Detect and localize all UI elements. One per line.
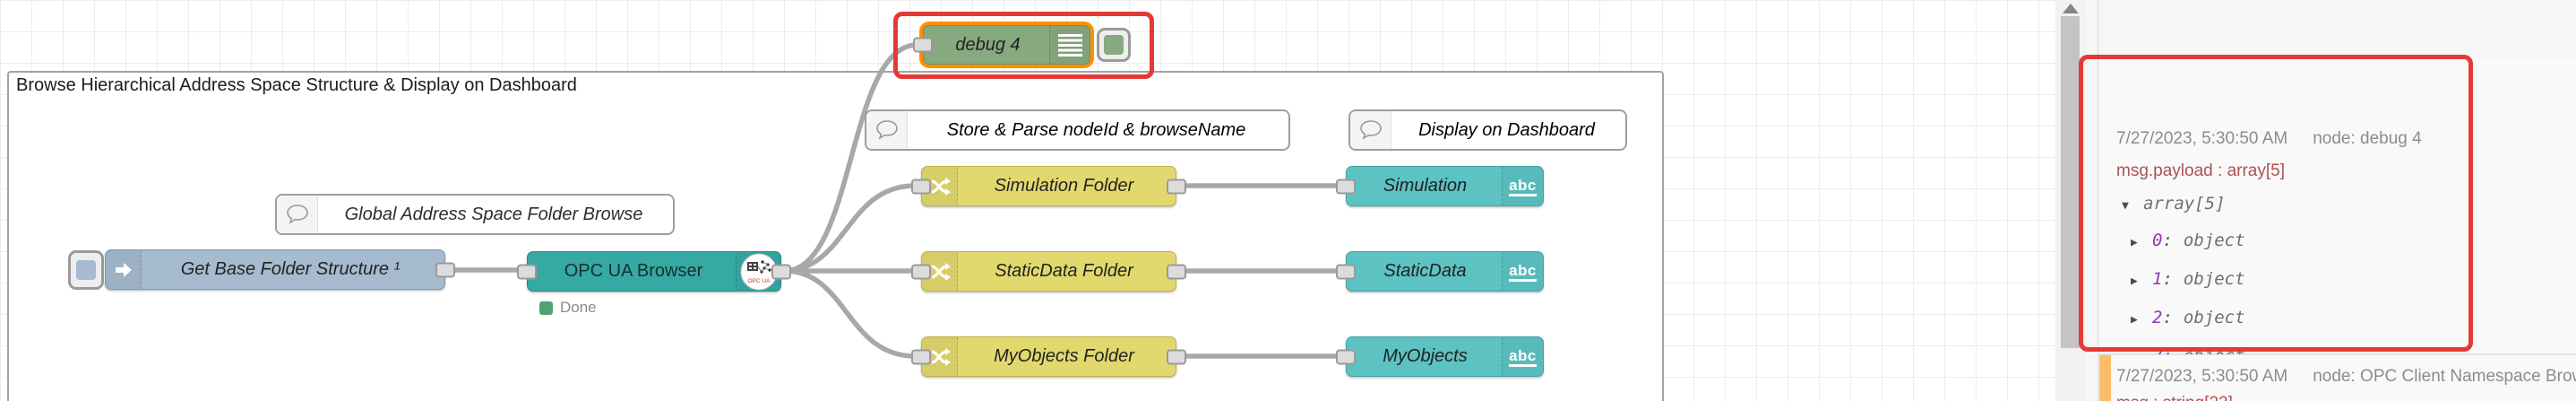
node-label: OPC UA Browser (564, 261, 703, 281)
opcua-logo-text: OPC UA (747, 278, 771, 284)
input-port[interactable] (1336, 264, 1356, 279)
switch-node-myobjects-folder[interactable]: MyObjects Folder (911, 336, 1186, 377)
comment-label: Display on Dashboard (1418, 119, 1595, 140)
message-accent-bar (2099, 355, 2111, 401)
comment-bubble-icon (1350, 111, 1391, 149)
debug-tree-item[interactable]: ▶0:object (2131, 231, 2245, 250)
debug-enable-toggle[interactable] (1097, 28, 1131, 62)
node-label: MyObjects Folder (994, 346, 1134, 366)
node-label: debug 4 (955, 34, 1021, 55)
comment-label: Global Address Space Folder Browse (344, 204, 643, 224)
input-port[interactable] (1336, 349, 1356, 364)
node-label: Simulation Folder (994, 176, 1134, 196)
status-dot-icon (539, 301, 553, 315)
node-label: MyObjects (1383, 346, 1468, 366)
ui-text-node-myobjects[interactable]: MyObjects abc (1336, 336, 1544, 377)
ui-text-node-staticdata[interactable]: StaticData abc (1336, 251, 1544, 292)
debug-list-icon (1049, 26, 1090, 64)
debug-message-path[interactable]: msg : string[22] (2116, 394, 2233, 401)
debug-source-node: node: OPC Client Namespace Brow (2313, 367, 2576, 386)
switch-node-simulation-folder[interactable]: Simulation Folder (911, 166, 1186, 206)
debug-tree-item[interactable]: ▶2:object (2131, 308, 2245, 327)
input-port[interactable] (913, 37, 933, 53)
debug-timestamp: 7/27/2023, 5:30:50 AM (2116, 367, 2288, 386)
switch-node-staticdata-folder[interactable]: StaticData Folder (911, 251, 1186, 292)
comment-node-global-browse[interactable]: Global Address Space Folder Browse (275, 194, 675, 235)
debug-message-meta: 7/27/2023, 5:30:50 AM node: debug 4 (2116, 129, 2422, 149)
abc-text-icon: abc (1502, 167, 1543, 205)
debug-message[interactable]: 7/27/2023, 5:30:50 AM node: OPC Client Na… (2098, 354, 2576, 401)
input-port[interactable] (911, 349, 931, 364)
output-port[interactable] (1167, 179, 1186, 194)
chevron-right-icon[interactable]: ▶ (2131, 236, 2138, 249)
debug-source-node: node: debug 4 (2313, 129, 2422, 148)
input-port[interactable] (911, 264, 931, 279)
status-text: Done (560, 299, 597, 316)
ui-text-node-simulation[interactable]: Simulation abc (1336, 166, 1544, 206)
inject-arrow-icon (106, 250, 142, 289)
debug-message-list[interactable]: 7/27/2023, 5:30:50 AM node: debug 4 msg.p… (2098, 0, 2576, 401)
comment-bubble-icon (866, 111, 908, 149)
output-port[interactable] (435, 262, 455, 277)
node-label: Get Base Folder Structure ¹ (180, 259, 401, 279)
node-label: Simulation (1383, 176, 1468, 196)
comment-bubble-icon (277, 196, 318, 233)
comment-label: Store & Parse nodeId & browseName (946, 119, 1246, 140)
inject-button[interactable] (68, 250, 104, 290)
debug-message-path[interactable]: msg.payload : array[5] (2116, 161, 2285, 180)
node-label: StaticData Folder (995, 261, 1133, 281)
abc-text-icon: abc (1502, 337, 1543, 376)
chevron-right-icon[interactable]: ▶ (2131, 275, 2138, 288)
group-title: Browse Hierarchical Address Space Struct… (16, 75, 577, 95)
flow-canvas[interactable]: Browse Hierarchical Address Space Struct… (0, 0, 2056, 401)
output-port[interactable] (771, 264, 791, 279)
output-port[interactable] (1167, 264, 1186, 279)
abc-text-icon: abc (1502, 252, 1543, 291)
chevron-down-icon[interactable]: ▼ (2122, 199, 2129, 213)
node-label: StaticData (1383, 261, 1467, 281)
debug-message-meta: 7/27/2023, 5:30:50 AM node: OPC Client Na… (2116, 367, 2576, 387)
debug-message[interactable]: 7/27/2023, 5:30:50 AM node: debug 4 msg.p… (2098, 59, 2576, 401)
inject-node-get-base-folder[interactable]: Get Base Folder Structure ¹ (105, 249, 455, 290)
input-port[interactable] (911, 179, 931, 194)
scroll-up-arrow-icon[interactable] (2063, 4, 2079, 13)
scrollbar-thumb[interactable] (2061, 16, 2080, 348)
canvas-scrollbar[interactable] (2055, 0, 2086, 401)
chevron-right-icon[interactable]: ▶ (2131, 313, 2138, 327)
debug-timestamp: 7/27/2023, 5:30:50 AM (2116, 129, 2288, 148)
input-port[interactable] (1336, 179, 1356, 194)
node-status: Done (539, 299, 597, 317)
comment-node-store-parse[interactable]: Store & Parse nodeId & browseName (865, 109, 1290, 151)
debug-sidebar: 7/27/2023, 5:30:50 AM node: debug 4 msg.p… (2086, 0, 2576, 401)
opcua-browser-node[interactable]: OPC UA Browser OPC UA (517, 251, 791, 292)
output-port[interactable] (1167, 349, 1186, 364)
debug-tree-item[interactable]: ▶1:object (2131, 269, 2245, 289)
comment-node-display-dashboard[interactable]: Display on Dashboard (1348, 109, 1627, 151)
debug-tree-root[interactable]: ▼array[5] (2122, 194, 2226, 214)
debug-node[interactable]: debug 4 (913, 25, 1090, 65)
input-port[interactable] (517, 264, 537, 279)
